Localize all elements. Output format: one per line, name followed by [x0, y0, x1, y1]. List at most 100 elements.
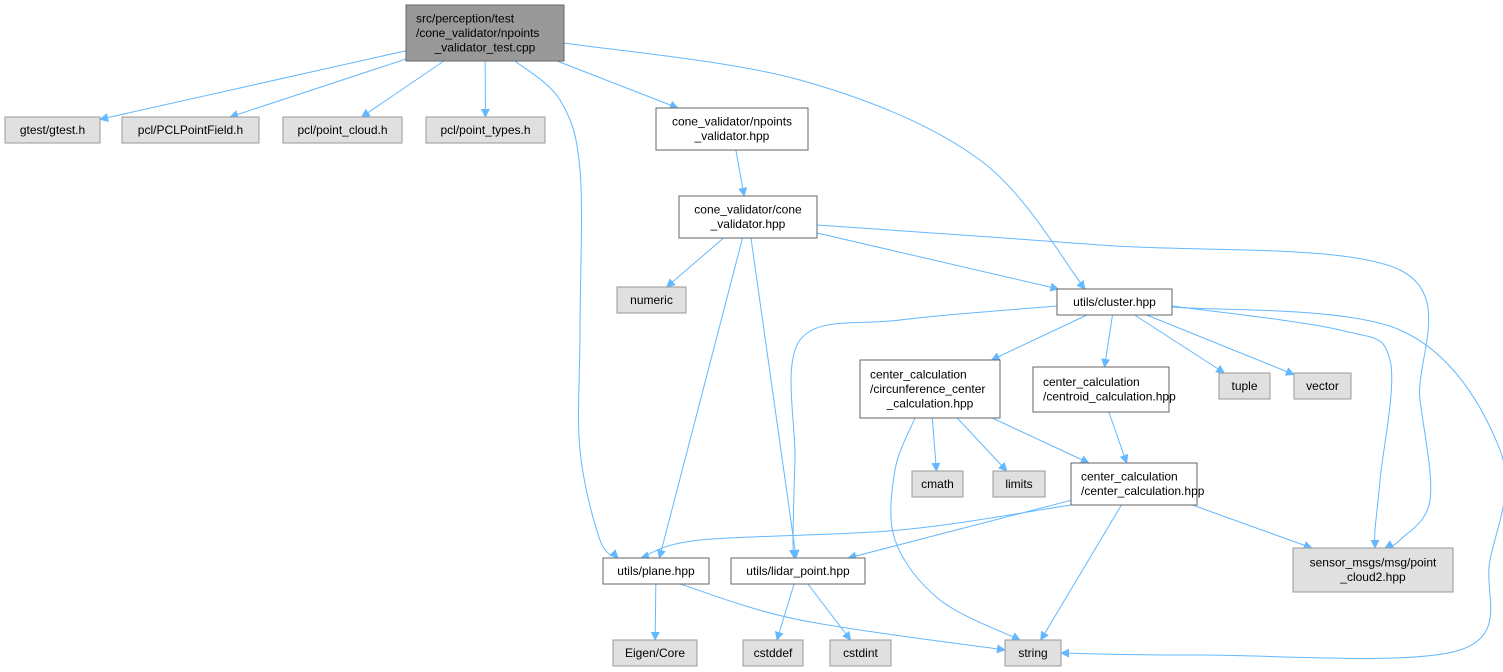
edge-cluster-centroid	[1101, 314, 1113, 368]
node-sensor: sensor_msgs/msg/point_cloud2.hpp	[1292, 547, 1454, 593]
node-label-line: _validator.hpp	[694, 129, 770, 143]
node-cstddef: cstddef	[742, 639, 804, 667]
node-label-line: cone_validator/npoints	[672, 115, 792, 129]
node-label-line: vector	[1306, 379, 1339, 393]
node-pointcloud: pcl/point_cloud.h	[282, 116, 403, 144]
node-label-line: sensor_msgs/msg/point	[1310, 556, 1437, 570]
node-string: string	[1004, 639, 1062, 667]
edge-circ-string	[890, 417, 1021, 641]
edge-circ-limits	[956, 417, 1008, 472]
node-box	[602, 557, 710, 585]
node-label-line: /circunference_center	[870, 382, 985, 396]
edge-center-string	[1040, 504, 1122, 641]
edge-circ-cmath	[931, 417, 941, 472]
node-plane[interactable]: utils/plane.hpp	[602, 557, 710, 585]
edge-cluster-lidar	[789, 305, 1058, 559]
node-box	[1056, 288, 1173, 316]
edge-plane-string	[679, 583, 1006, 654]
node-box	[121, 116, 260, 144]
node-box	[425, 116, 546, 144]
node-label-line: limits	[1005, 477, 1032, 491]
edge-center-sensor	[1192, 504, 1313, 550]
edge-centroid-center	[1108, 411, 1129, 464]
node-label-line: tuple	[1231, 379, 1257, 393]
node-label-line: cstdint	[843, 646, 878, 660]
node-label-line: /cone_validator/npoints	[416, 26, 539, 40]
edge-root-gtest	[99, 50, 407, 122]
node-box	[1292, 547, 1454, 593]
node-label-line: cone_validator/cone	[694, 203, 802, 217]
node-box	[405, 4, 565, 62]
node-centroid[interactable]: center_calculation/centroid_calculation.…	[1032, 366, 1176, 413]
node-box	[742, 639, 804, 667]
node-label-line: pcl/PCLPointField.h	[138, 123, 243, 137]
node-lidar[interactable]: utils/lidar_point.hpp	[730, 557, 866, 585]
edge-root-pointcloud	[360, 60, 445, 118]
node-label-line: string	[1018, 646, 1047, 660]
node-cone[interactable]: cone_validator/cone_validator.hpp	[678, 195, 818, 239]
edge-root-pclfield	[229, 58, 407, 119]
edge-cluster-sensor	[1171, 305, 1393, 549]
edge-center-lidar	[847, 499, 1072, 561]
node-box	[655, 107, 809, 151]
node-limits: limits	[992, 470, 1046, 498]
edge-npoints-cone	[735, 149, 748, 197]
nodes-layer: src/perception/test/cone_validator/npoin…	[4, 4, 1454, 667]
edge-root-cluster	[563, 42, 1086, 290]
node-box	[730, 557, 866, 585]
edge-plane-eigen	[650, 583, 660, 641]
node-tuple: tuple	[1218, 372, 1271, 400]
edge-cone-cluster	[816, 232, 1060, 292]
node-npoints[interactable]: cone_validator/npoints_validator.hpp	[655, 107, 809, 151]
node-box	[1004, 639, 1062, 667]
edge-circ-center	[992, 417, 1090, 464]
node-eigen: Eigen/Core	[612, 639, 698, 667]
node-pclfield: pcl/PCLPointField.h	[121, 116, 260, 144]
node-circ[interactable]: center_calculation/circunference_center_…	[859, 359, 1001, 419]
edges-layer	[99, 42, 1503, 659]
node-box	[992, 470, 1046, 498]
edge-cone-sensor	[816, 224, 1432, 549]
node-label-line: _calculation.hpp	[886, 396, 974, 410]
edge-cluster-vector	[1146, 314, 1295, 376]
node-label-line: center_calculation	[1043, 375, 1140, 389]
node-label-line: /center_calculation.hpp	[1081, 484, 1205, 498]
node-cluster[interactable]: utils/cluster.hpp	[1056, 288, 1173, 316]
node-numeric: numeric	[616, 286, 687, 314]
node-gtest: gtest/gtest.h	[4, 116, 101, 144]
node-label-line: Eigen/Core	[625, 646, 685, 660]
node-label-line: pcl/point_types.h	[440, 123, 530, 137]
edge-cone-lidar	[750, 237, 800, 559]
edge-lidar-cstddef	[775, 583, 795, 641]
node-box	[1070, 462, 1198, 506]
node-label-line: cmath	[921, 477, 954, 491]
node-label-line: _cloud2.hpp	[1339, 570, 1406, 584]
edge-cluster-tuple	[1134, 314, 1226, 374]
node-box	[616, 286, 687, 314]
node-box	[859, 359, 1001, 419]
node-label-line: _validator.hpp	[710, 217, 786, 231]
node-label-line: cstddef	[754, 646, 793, 660]
node-pointtypes: pcl/point_types.h	[425, 116, 546, 144]
node-label-line: center_calculation	[870, 367, 967, 381]
node-center[interactable]: center_calculation/center_calculation.hp…	[1070, 462, 1205, 506]
node-cstdint: cstdint	[829, 639, 892, 667]
edge-lidar-cstdint	[807, 583, 852, 641]
edge-root-npoints	[556, 60, 679, 110]
edge-cluster-circ	[990, 314, 1088, 361]
node-box	[1032, 366, 1170, 413]
node-box	[282, 116, 403, 144]
node-label-line: src/perception/test	[416, 11, 515, 25]
edge-center-plane	[640, 504, 1072, 560]
edge-cone-numeric	[665, 237, 724, 288]
node-label-line: utils/plane.hpp	[617, 564, 695, 578]
edge-cone-plane	[657, 237, 744, 559]
edge-cluster-string	[1060, 306, 1503, 659]
node-label-line: center_calculation	[1081, 470, 1178, 484]
node-label-line: pcl/point_cloud.h	[297, 123, 387, 137]
node-label-line: /centroid_calculation.hpp	[1043, 390, 1176, 404]
node-label-line: utils/cluster.hpp	[1073, 295, 1156, 309]
node-box	[4, 116, 101, 144]
node-label-line: gtest/gtest.h	[20, 123, 85, 137]
